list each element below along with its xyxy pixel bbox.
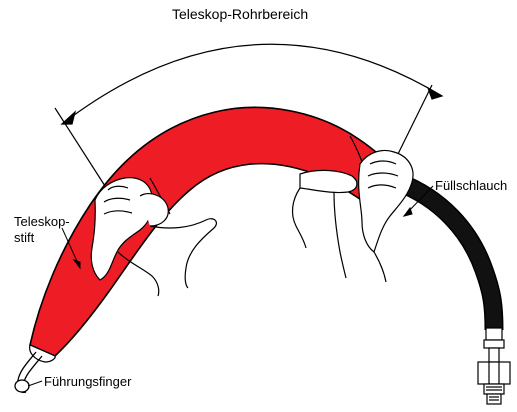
telescope-pin-label-line2: stift bbox=[14, 230, 34, 245]
telescope-pin-label-line1: Teleskop- bbox=[14, 214, 70, 229]
hose-fitting-icon bbox=[478, 328, 510, 404]
fill-hose bbox=[398, 182, 494, 330]
telescope-range-label: Teleskop-Rohrbereich bbox=[172, 7, 308, 22]
fill-hose-label: Füllschlauch bbox=[435, 178, 507, 193]
guide-finger-label: Führungsfinger bbox=[44, 374, 131, 389]
telescope-tube bbox=[30, 107, 395, 362]
